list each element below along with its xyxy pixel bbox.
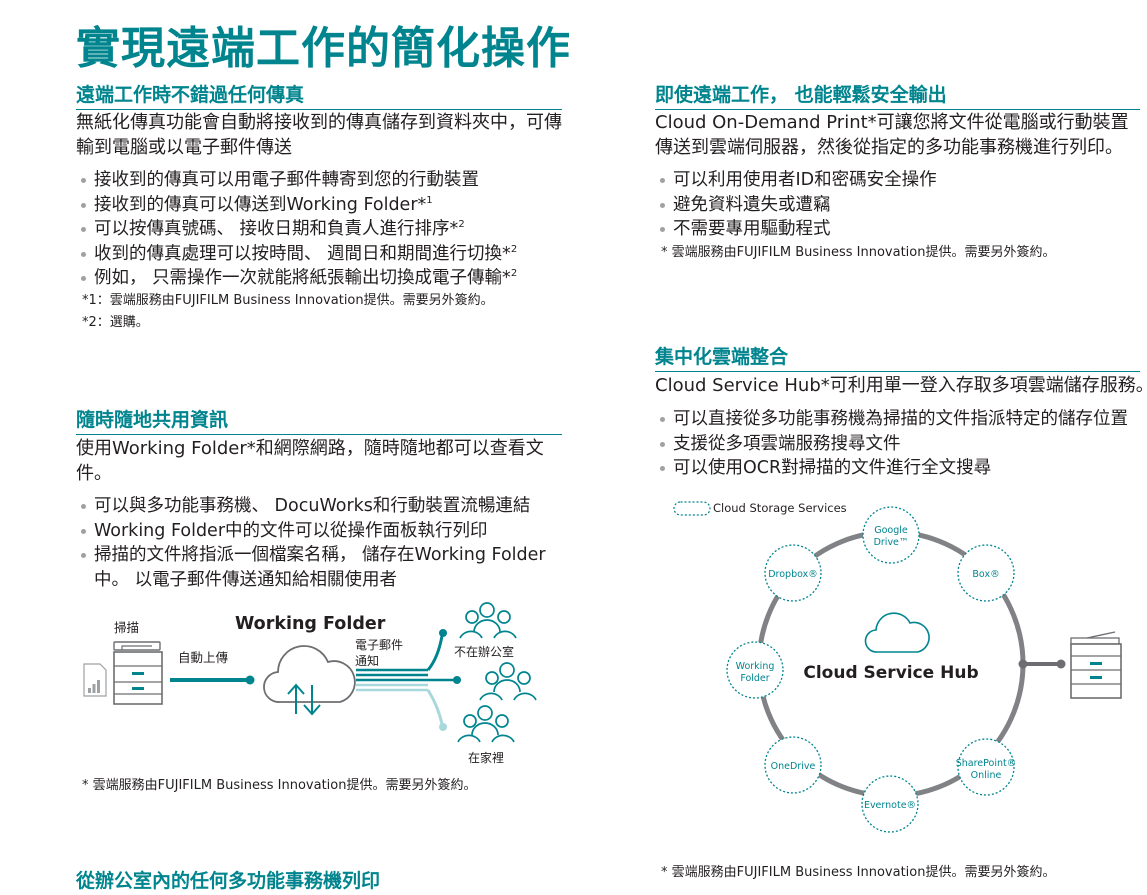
list-item: 可以與多功能事務機、 DocuWorks和行動裝置流暢連結 (76, 494, 566, 519)
cloud-service-hub-diagram: Cloud Storage Services Cloud Service Hub… (673, 501, 1122, 833)
share-lead-text: 使用Working Folder*和網際網路，隨時隨地都可以查看文件。 (76, 438, 544, 484)
list-item: Working Folder中的文件可以從操作面板執行列印 (76, 519, 566, 544)
service-node-dropbox: Dropbox® (764, 544, 822, 602)
at-home-label: 在家裡 (468, 750, 504, 765)
section-title-share: 隨時隨地共用資訊 (76, 405, 562, 435)
list-item: 不需要專用驅動程式 (655, 217, 1135, 242)
share-bullet-list: 可以與多功能事務機、 DocuWorks和行動裝置流暢連結 Working Fo… (76, 494, 566, 592)
print-lead-text: Cloud On-Demand Print*可讓您將文件從電腦或行動裝置傳送到雲… (655, 112, 1129, 158)
fax-footnote-1: *1：雲端服務由FUJIFILM Business Innovation提供。需… (82, 293, 494, 308)
users-group-icon-middle (479, 662, 537, 701)
hub-footnote: * 雲端服務由FUJIFILM Business Innovation提供。需要… (661, 865, 1056, 880)
svg-text:SharePoint®: SharePoint® (956, 758, 1017, 769)
list-item: 可以使用OCR對掃描的文件進行全文搜尋 (655, 456, 1145, 481)
working-folder-diagram: 掃描 自動上傳 Working Folder 電子郵件 通知 不在辦公室 (83, 602, 537, 765)
cloud-icon (864, 612, 930, 653)
working-folder-label: Working Folder (235, 614, 386, 634)
service-node-working-folder: Working Folder (726, 641, 784, 699)
notification-label: 通知 (355, 654, 379, 668)
fax-bullet-list: 接收到的傳真可以用電子郵件轉寄到您的行動裝置 接收到的傳真可以傳送到Workin… (76, 168, 576, 291)
list-item: 可以利用使用者ID和密碼安全操作 (655, 168, 1135, 193)
svg-text:Google: Google (874, 525, 908, 536)
hub-bullet-list: 可以直接從多功能事務機為掃描的文件指派特定的儲存位置 支援從多項雲端服務搜尋文件… (655, 407, 1145, 481)
document-chart-icon (83, 663, 107, 697)
service-node-onedrive: OneDrive (764, 736, 822, 794)
svg-text:Folder: Folder (740, 673, 769, 684)
legend-dotted-swatch (673, 501, 711, 516)
svg-text:OneDrive: OneDrive (771, 761, 816, 772)
hub-lead-text: Cloud Service Hub*可利用單一登入存取多項雲端儲存服務。 (655, 375, 1147, 396)
svg-text:Box®: Box® (972, 569, 999, 580)
section-title-hub: 集中化雲端整合 (655, 342, 1140, 372)
fax-lead-text: 無紙化傳真功能會自動將接收到的傳真儲存到資料夾中，可傳輸到電腦或以電子郵件傳送 (76, 112, 562, 158)
list-item: 避免資料遺失或遭竊 (655, 193, 1135, 218)
svg-text:Dropbox®: Dropbox® (768, 569, 818, 580)
email-notification-arrows (356, 629, 461, 731)
service-node-box: Box® (957, 544, 1015, 602)
section-title-fax: 遠端工作時不錯過任何傳真 (76, 80, 562, 110)
list-item: 接收到的傳真可以用電子郵件轉寄到您的行動裝置 (76, 168, 576, 193)
section-title-print: 即使遠端工作， 也能輕鬆安全輸出 (655, 80, 1140, 110)
mfp-printer-icon (1070, 631, 1122, 699)
out-of-office-label: 不在辦公室 (454, 644, 514, 659)
list-item: 可以直接從多功能事務機為掃描的文件指派特定的儲存位置 (655, 407, 1145, 432)
service-node-sharepoint: SharePoint® Online (956, 738, 1017, 796)
print-bullet-list: 可以利用使用者ID和密碼安全操作 避免資料遺失或遭竊 不需要專用驅動程式 (655, 168, 1135, 242)
print-footnote: * 雲端服務由FUJIFILM Business Innovation提供。需要… (661, 245, 1056, 260)
service-node-evernote: Evernote® (861, 775, 919, 833)
list-item: 可以按傳真號碼、 接收日期和負責人進行排序*2 (76, 217, 576, 242)
cloud-sync-icon (263, 645, 356, 716)
svg-text:Working: Working (736, 661, 775, 672)
users-group-icon-top (459, 602, 517, 639)
legend-label: Cloud Storage Services (713, 501, 847, 515)
users-group-icon-bottom (457, 705, 515, 743)
list-item: 收到的傳真處理可以按時間、 週間日和期間進行切換*2 (76, 242, 576, 267)
email-label: 電子郵件 (355, 638, 403, 652)
hub-center-label: Cloud Service Hub (803, 663, 978, 683)
mfp-printer-icon (113, 641, 163, 705)
auto-upload-label: 自動上傳 (178, 650, 229, 665)
section-title-bottom: 從辦公室內的任何多功能事務機列印 (76, 870, 381, 892)
share-footnote: * 雲端服務由FUJIFILM Business Innovation提供。需要… (82, 778, 477, 793)
page-title: 實現遠端工作的簡化操作 (76, 23, 571, 74)
svg-text:Online: Online (971, 770, 1002, 781)
fax-footnote-2: *2：選購。 (82, 315, 149, 330)
list-item: 例如， 只需操作一次就能將紙張輸出切換成電子傳輸*2 (76, 266, 576, 291)
scan-label: 掃描 (114, 620, 139, 635)
list-item: 接收到的傳真可以傳送到Working Folder*1 (76, 193, 576, 218)
svg-text:Drive™: Drive™ (874, 537, 909, 548)
list-item: 支援從多項雲端服務搜尋文件 (655, 432, 1145, 457)
list-item: 掃描的文件將指派一個檔案名稱， 儲存在Working Folder中。 以電子郵… (76, 543, 566, 592)
service-node-google-drive: Google Drive™ (862, 506, 920, 564)
svg-text:Evernote®: Evernote® (864, 800, 916, 811)
